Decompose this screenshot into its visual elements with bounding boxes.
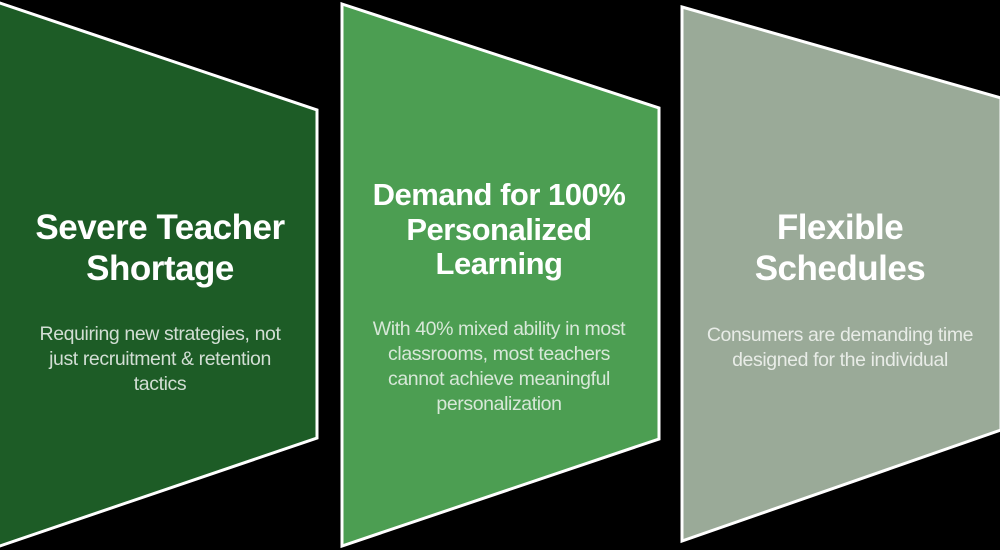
panel-subtitle: Requiring new strategies, not just recru… [39,323,281,396]
panel-subtitle: Consumers are demanding time designed fo… [706,324,974,372]
banner-shape-flexible-schedules [680,5,1000,544]
panel-severe-teacher-shortage: Severe Teacher Shortage Requiring new st… [10,190,310,415]
panel-flexible-schedules: Flexible Schedules Consumers are demandi… [690,190,990,391]
banner-shape-severe-teacher-shortage [0,1,319,548]
panel-title: Flexible Schedules [754,208,926,288]
panel-demand-personalized-learning: Demand for 100% Personalized Learning Wi… [351,160,647,435]
banner-shape-demand-personalized-learning [340,1,661,549]
panel-title: Severe Teacher Shortage [35,208,285,288]
panel-title: Demand for 100% Personalized Learning [372,177,626,282]
panel-subtitle: With 40% mixed ability in most classroom… [372,318,626,416]
